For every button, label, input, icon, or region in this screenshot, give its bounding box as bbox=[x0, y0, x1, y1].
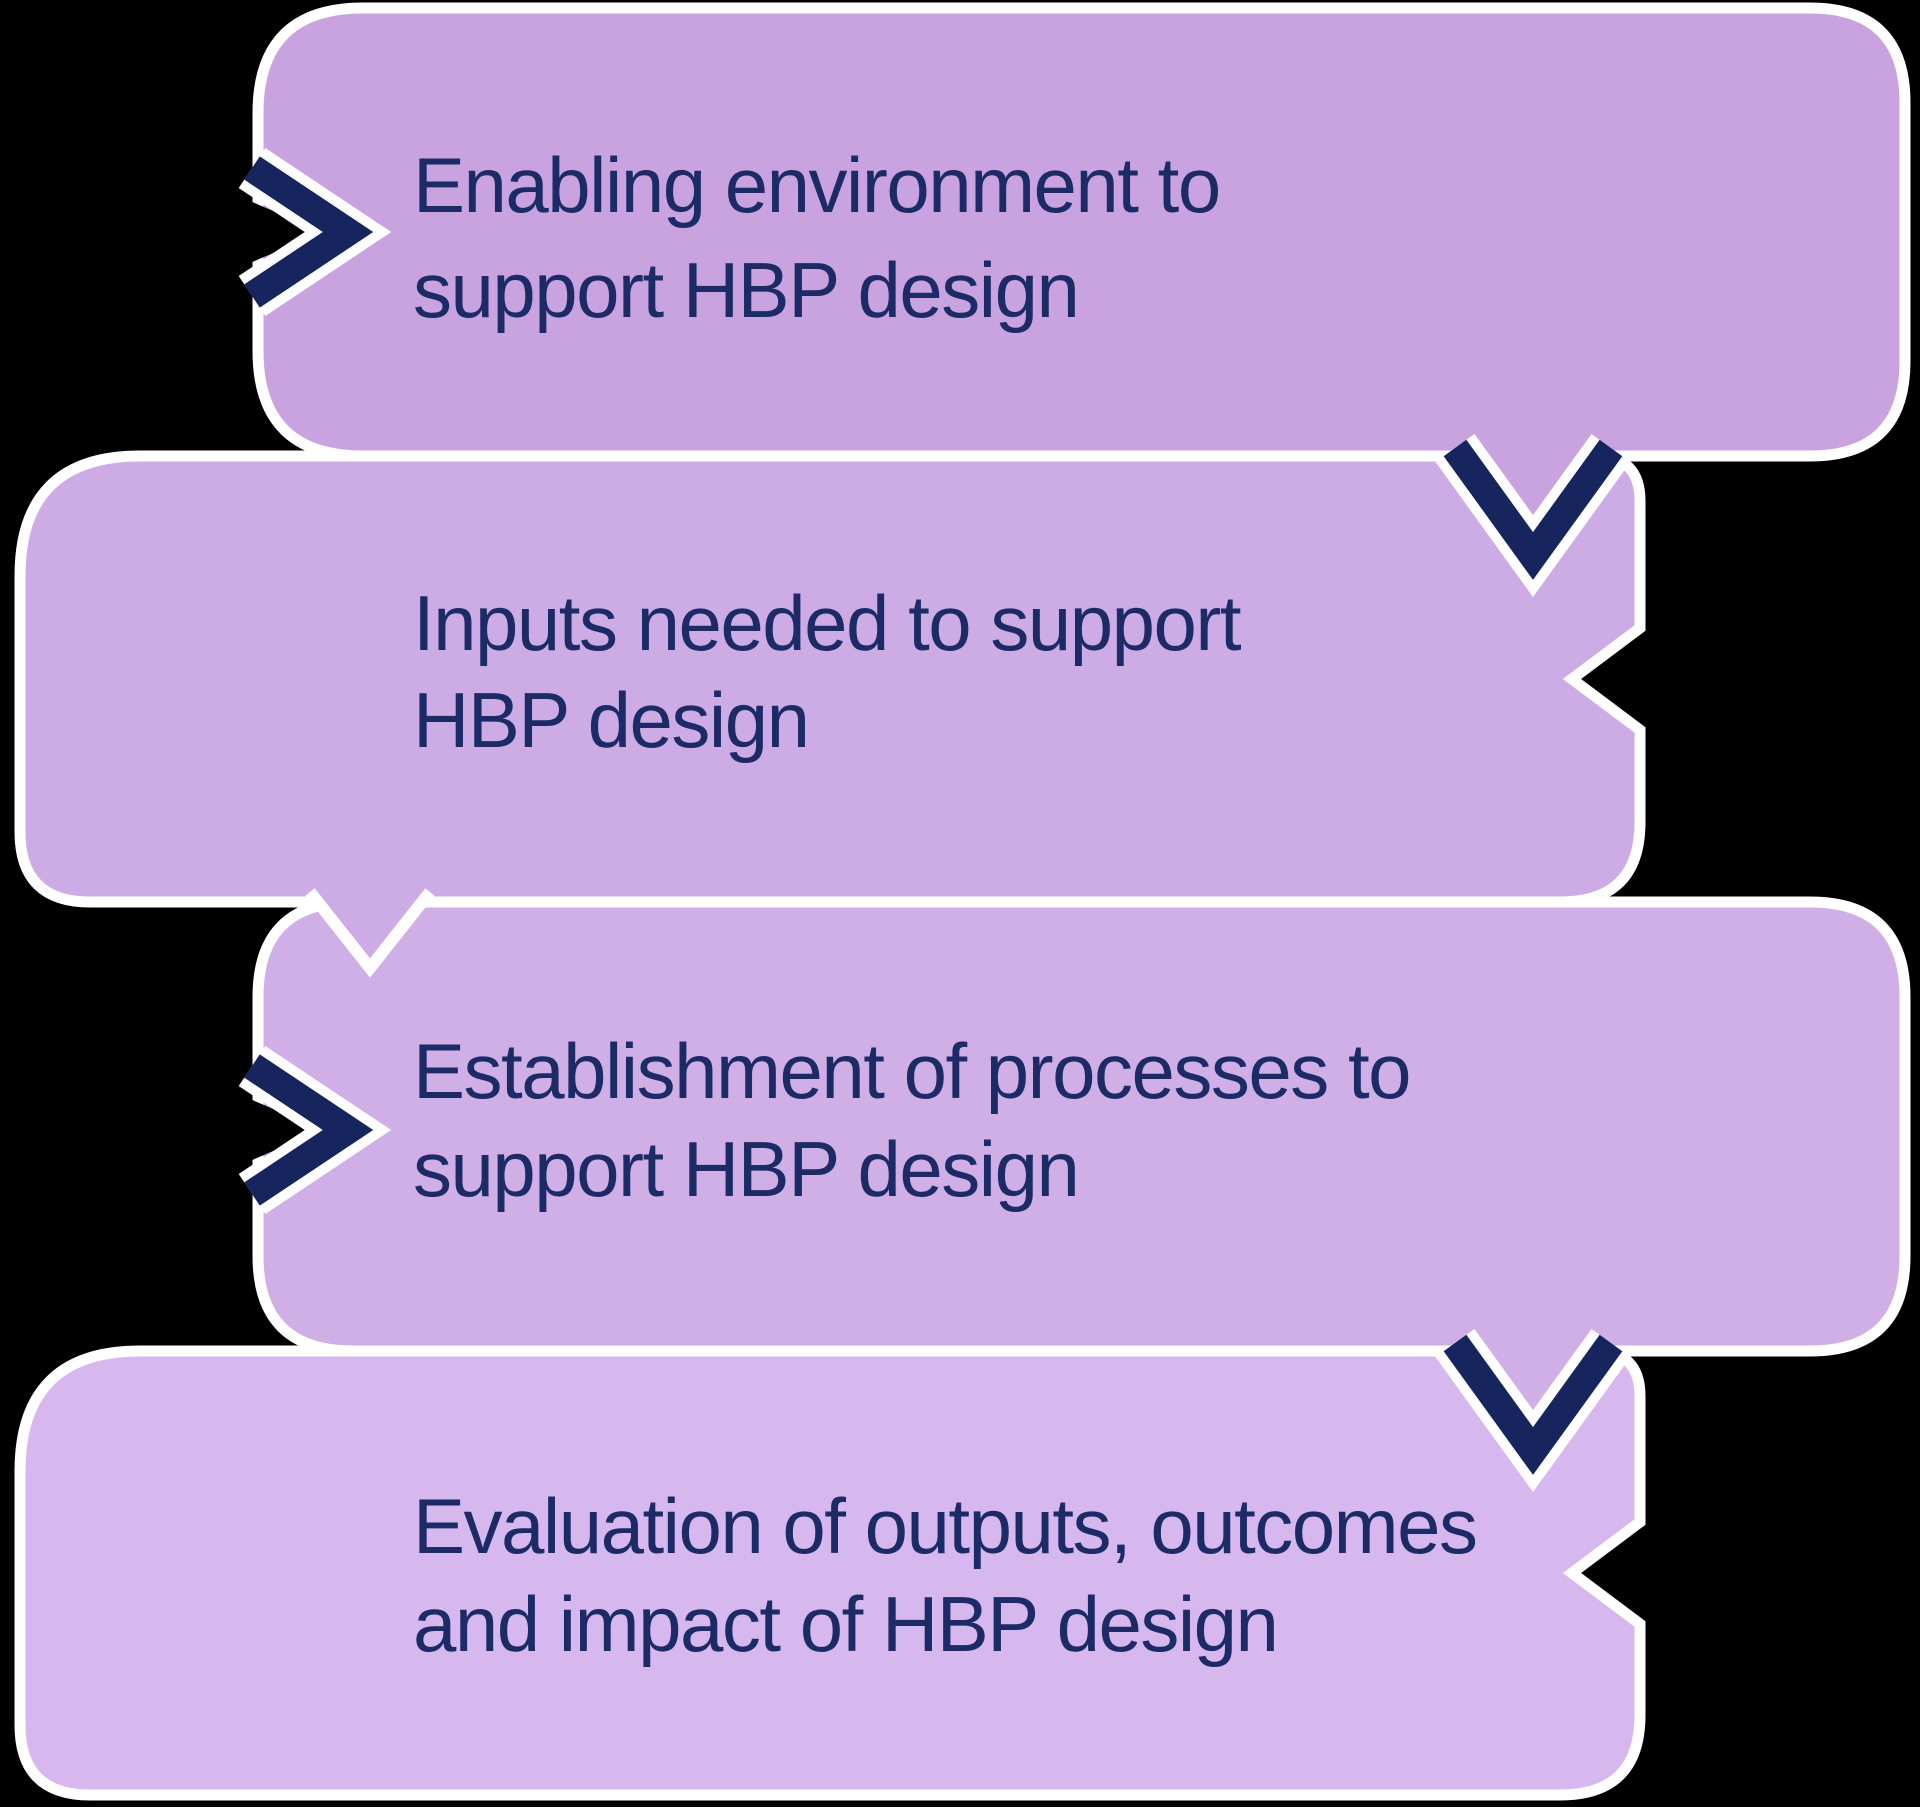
chevron-down-icon bbox=[1443, 1334, 1623, 1475]
tail-casing-2 bbox=[305, 888, 435, 978]
step-1-box bbox=[252, 2, 1911, 462]
step-1-line-1: Enabling environment to bbox=[413, 141, 1220, 229]
step-1-tail-down bbox=[1468, 444, 1598, 542]
chevron-notches bbox=[236, 195, 322, 1167]
step-3-line-1: Establishment of processes to bbox=[413, 1027, 1410, 1115]
chevron-right-icon bbox=[244, 156, 374, 308]
step-2-line-2: HBP design bbox=[413, 676, 809, 764]
chevron-right-icon bbox=[244, 1054, 374, 1206]
step-1-line-2: support HBP design bbox=[413, 246, 1078, 334]
step-3-tail-down bbox=[1468, 1339, 1598, 1437]
chevron-glyphs bbox=[244, 156, 1623, 1475]
step-boxes bbox=[14, 2, 1911, 1801]
step-3-box bbox=[252, 896, 1911, 1357]
chevron-down-icon bbox=[1443, 439, 1623, 580]
chevron-notch-3 bbox=[236, 1093, 322, 1167]
step-4-box bbox=[14, 1345, 1646, 1801]
chevron-notch-1 bbox=[236, 195, 322, 269]
step-3-line-2: support HBP design bbox=[413, 1125, 1078, 1213]
step-4-line-2: and impact of HBP design bbox=[413, 1580, 1277, 1668]
step-2-tail-down bbox=[314, 896, 426, 966]
step-4-line-1: Evaluation of outputs, outcomes bbox=[413, 1482, 1477, 1570]
step-labels: Enabling environment to support HBP desi… bbox=[413, 141, 1478, 1668]
step-2-box bbox=[14, 450, 1646, 908]
step-2-line-1: Inputs needed to support bbox=[413, 579, 1242, 667]
